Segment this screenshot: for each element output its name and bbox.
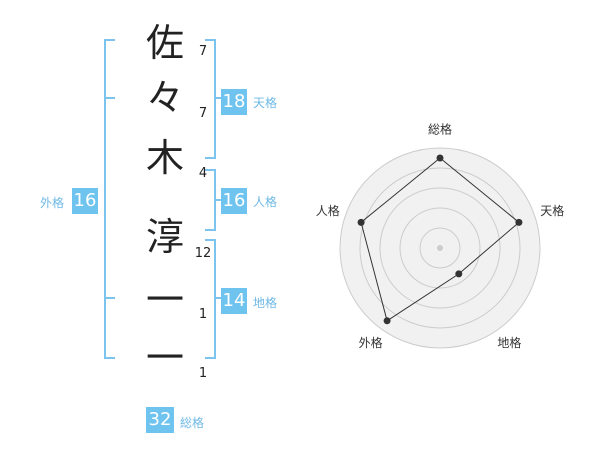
- radar-axis-label-3: 地格: [497, 335, 521, 350]
- stroke-count-6: 1: [198, 366, 208, 381]
- radar-polygon: [360, 157, 520, 322]
- radar-point-2: [515, 218, 523, 226]
- radar-ring: [399, 207, 481, 289]
- radar-point-5: [357, 218, 365, 226]
- name-char-5: 一: [145, 278, 184, 322]
- radar-point-4: [383, 317, 391, 325]
- radar-point-1: [436, 154, 444, 162]
- stroke-count-4: 12: [194, 246, 212, 261]
- stroke-count-3: 4: [198, 166, 208, 181]
- radar-ring: [379, 187, 501, 309]
- name-char-6: 一: [145, 336, 184, 380]
- tenkaku-label: 天格: [253, 96, 278, 110]
- name-char-2: 々: [145, 76, 184, 120]
- chikaku-label: 地格: [253, 296, 278, 310]
- gaikaku-badge: 16: [72, 188, 98, 214]
- stroke-count-5: 1: [198, 307, 208, 322]
- radar-axis-label-2: 天格: [540, 203, 564, 218]
- gaikaku-bracket: [104, 39, 115, 359]
- radar-point-3: [455, 270, 463, 278]
- jinkaku-label: 人格: [253, 195, 278, 209]
- tenkaku-badge: 18: [221, 89, 247, 115]
- name-char-1: 佐: [145, 21, 184, 65]
- name-char-3: 木: [145, 136, 184, 180]
- radar-axis-label-4: 外格: [359, 335, 383, 350]
- radar-ring: [359, 167, 521, 329]
- soukaku-badge: 32: [146, 407, 174, 433]
- name-char-4: 淳: [145, 215, 184, 259]
- soukaku-label: 総格: [180, 416, 205, 430]
- radar-axis-label-1: 総格: [428, 122, 452, 137]
- stroke-count-2: 7: [198, 106, 208, 121]
- stroke-count-1: 7: [198, 44, 208, 59]
- radar-ring: [419, 227, 461, 269]
- chikaku-badge: 14: [221, 288, 247, 314]
- radar-axis-label-5: 人格: [316, 203, 340, 218]
- radar-center-dot: [437, 245, 443, 251]
- gaikaku-label: 外格: [40, 196, 65, 210]
- jinkaku-badge: 16: [221, 188, 247, 214]
